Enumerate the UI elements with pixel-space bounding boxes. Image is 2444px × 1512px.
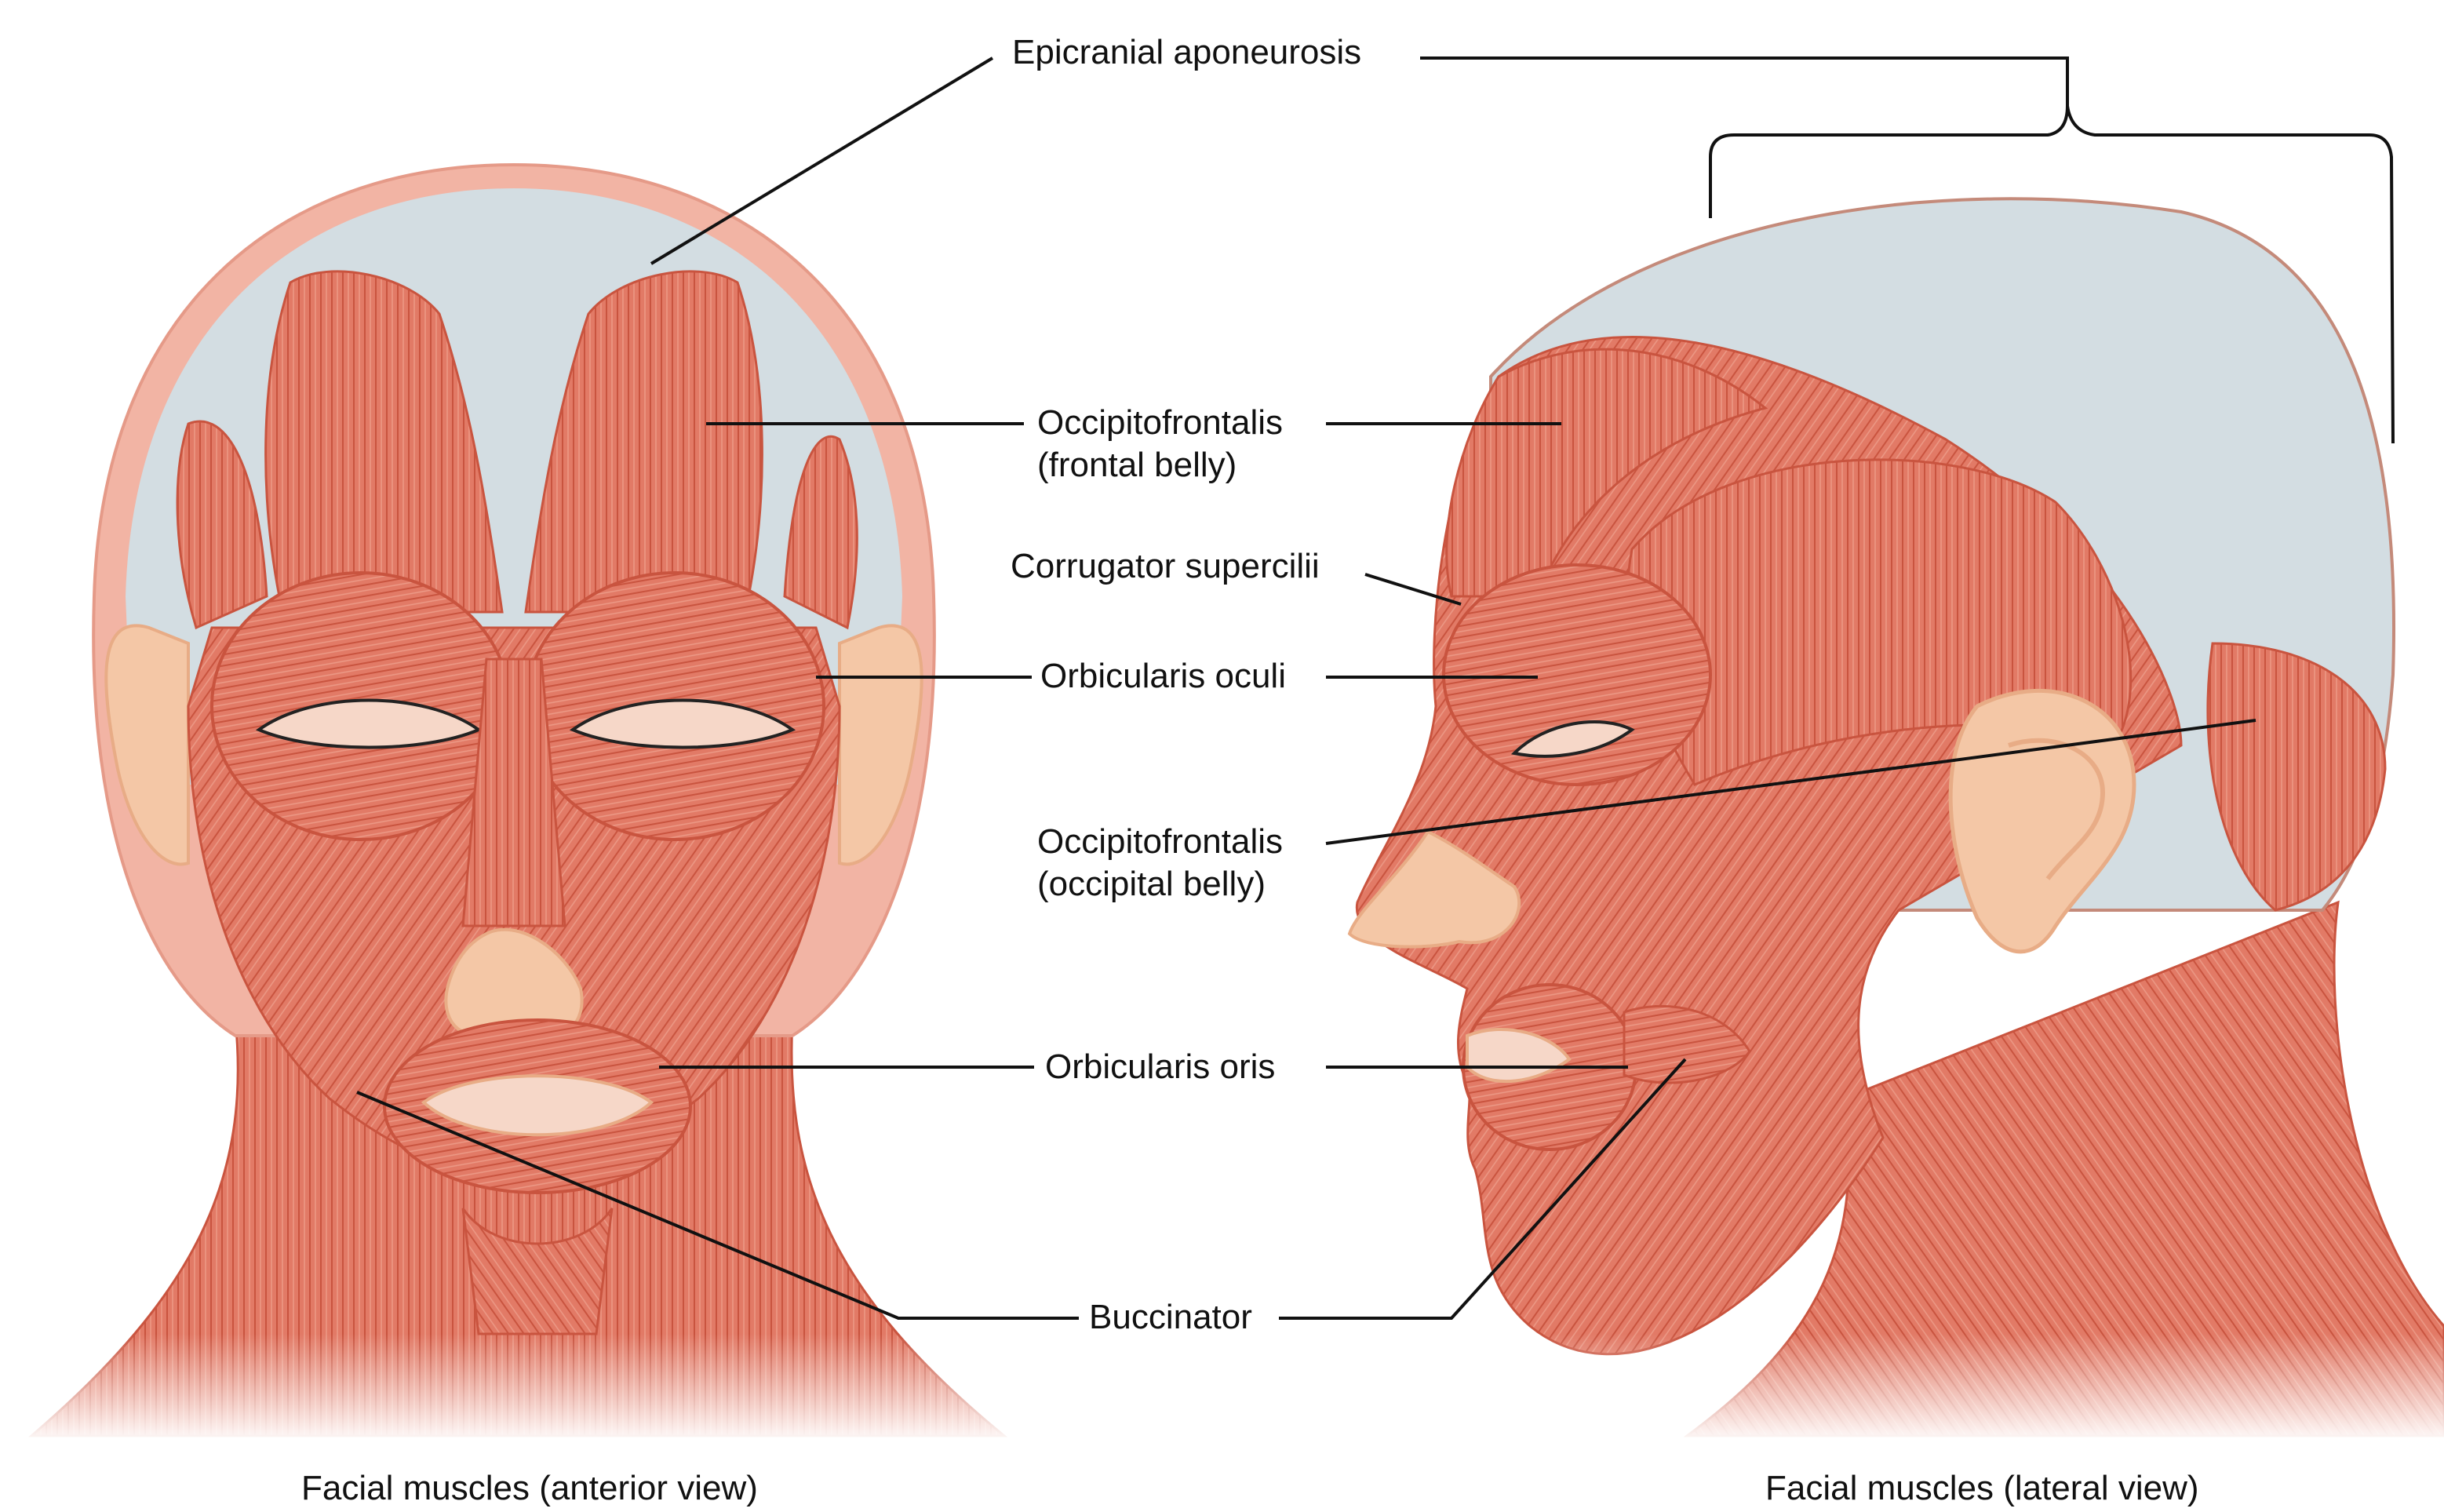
label-orbicularis-oris: Orbicularis oris: [1045, 1046, 1275, 1088]
label-occipitofrontalis-frontal: Occipitofrontalis: [1037, 402, 1283, 444]
leader-epicranial-anterior: [651, 58, 993, 264]
label-occipitofrontalis-occipital: Occipitofrontalis: [1037, 821, 1283, 863]
label-corrugator-supercilii: Corrugator supercilii: [1011, 545, 1320, 588]
label-epicranial-aponeurosis: Epicranial aponeurosis: [1012, 31, 1361, 74]
caption-anterior-view: Facial muscles (anterior view): [301, 1467, 758, 1510]
caption-lateral-view: Facial muscles (lateral view): [1765, 1467, 2199, 1510]
bottom-fade: [0, 1334, 2444, 1444]
anterior-head: [31, 165, 1004, 1436]
label-buccinator: Buccinator: [1089, 1296, 1252, 1339]
label-orbicularis-oculi: Orbicularis oculi: [1040, 655, 1286, 698]
label-occipital-belly: (occipital belly): [1037, 863, 1266, 905]
label-frontal-belly: (frontal belly): [1037, 444, 1237, 486]
lateral-ear: [1950, 690, 2134, 951]
